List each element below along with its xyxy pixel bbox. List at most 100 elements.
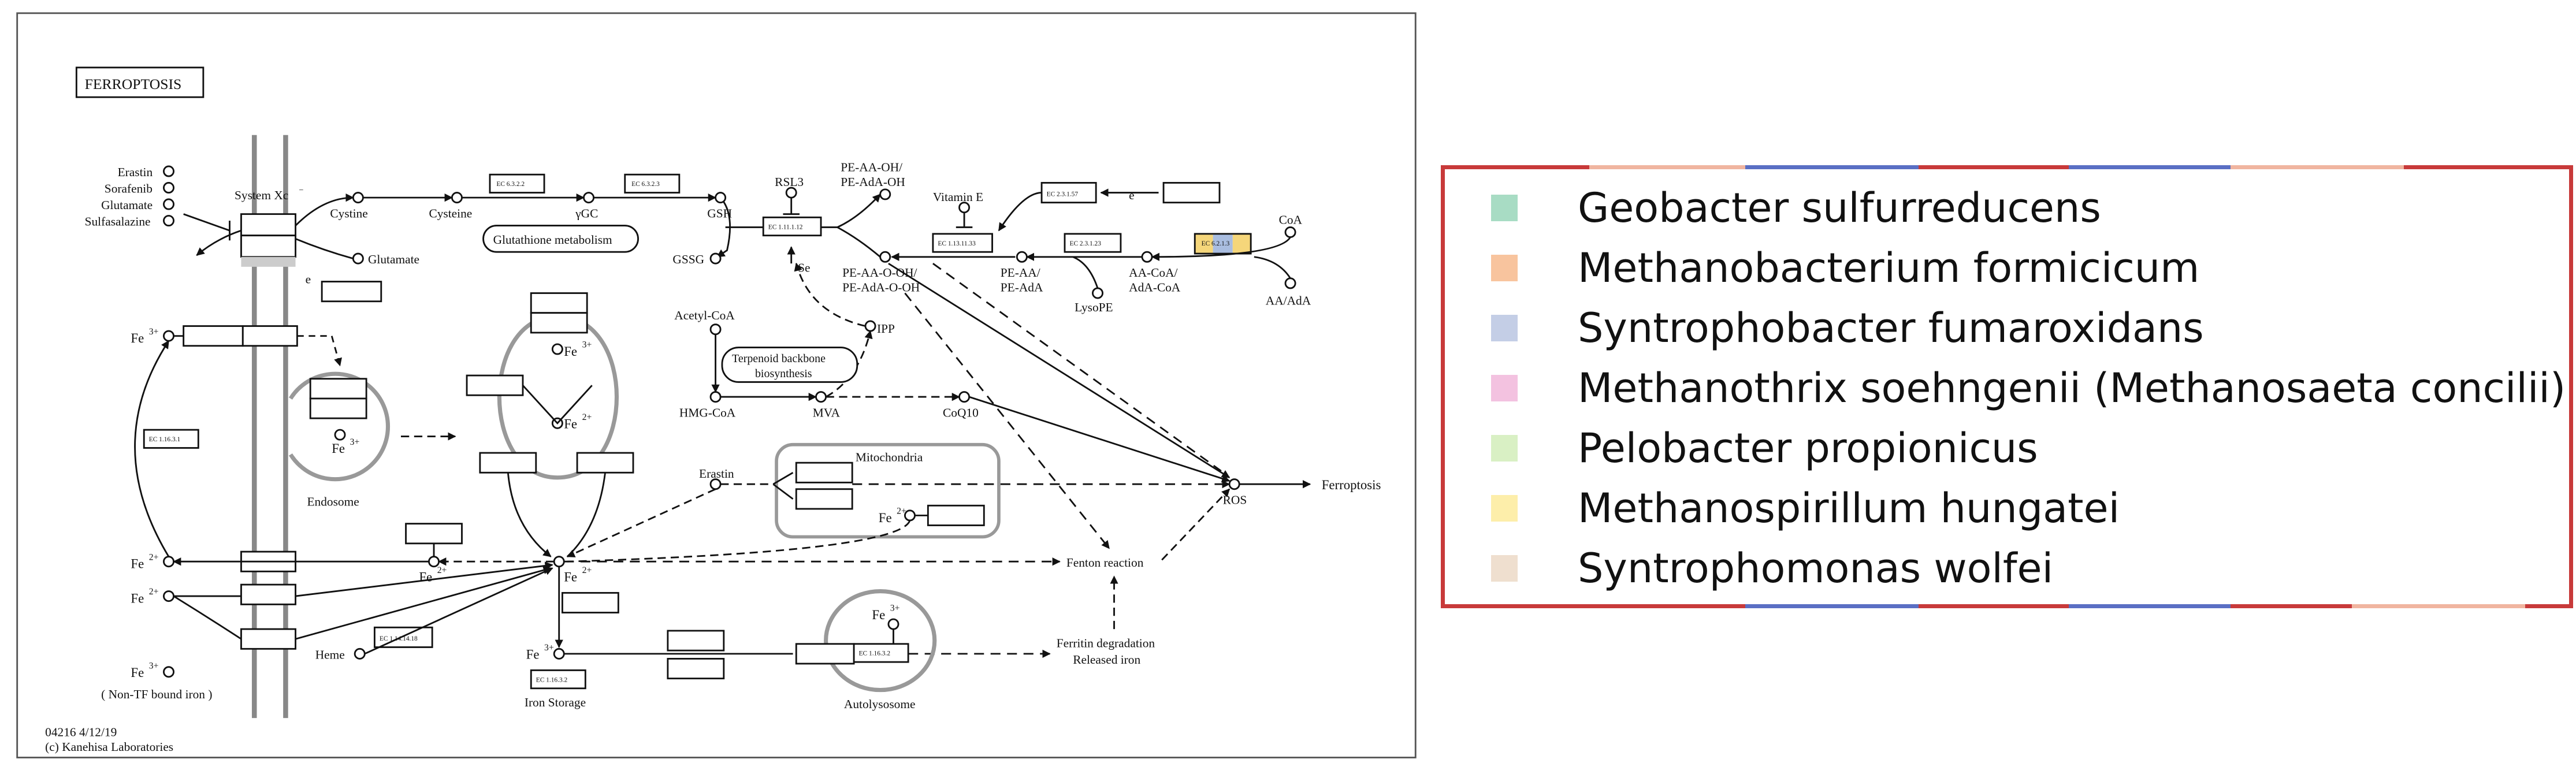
svg-text:04216 4/12/19: 04216 4/12/19 bbox=[45, 725, 117, 739]
enzyme-ec-231157[interactable]: EC 2.3.1.57 bbox=[1040, 182, 1097, 204]
svg-text:PE-AA-OH/: PE-AA-OH/ bbox=[841, 161, 902, 174]
enzyme-ec-11632-auto[interactable]: EC 1.16.3.2 bbox=[853, 643, 909, 663]
svg-text:ROS: ROS bbox=[1223, 493, 1247, 507]
svg-text:EC 6.3.2.2: EC 6.3.2.2 bbox=[496, 181, 525, 188]
map-title: FERROPTOSIS bbox=[75, 66, 205, 98]
svg-text:Iron Storage: Iron Storage bbox=[525, 695, 586, 709]
enzyme-ec-6323[interactable]: EC 6.3.2.3 bbox=[624, 173, 681, 194]
pathway-labels-top: Cystine Cysteine γGC GSH GSSG Glutamate … bbox=[306, 161, 1311, 314]
svg-text:EC 1.16.3.2: EC 1.16.3.2 bbox=[859, 650, 891, 657]
glutathione-pathway bbox=[196, 193, 881, 259]
svg-text:3+: 3+ bbox=[544, 643, 554, 653]
svg-text:GSH: GSH bbox=[707, 206, 732, 220]
svg-text:Heme: Heme bbox=[315, 648, 345, 661]
svg-text:Fe: Fe bbox=[131, 591, 144, 605]
map-footer: 04216 4/12/19 (c) Kanehisa Laboratories bbox=[45, 725, 173, 754]
svg-text:PE-AA/: PE-AA/ bbox=[1001, 266, 1040, 280]
svg-text:FERROPTOSIS: FERROPTOSIS bbox=[85, 76, 182, 92]
legend-swatch bbox=[1491, 555, 1518, 582]
map-frame bbox=[16, 12, 1417, 758]
enzyme-ec-11632-storage[interactable]: EC 1.16.3.2 bbox=[530, 669, 586, 690]
svg-text:Fe: Fe bbox=[526, 647, 540, 661]
svg-text:3+: 3+ bbox=[890, 604, 900, 613]
legend-label: Syntrophobacter fumaroxidans bbox=[1578, 304, 2204, 352]
svg-text:PE-AdA: PE-AdA bbox=[1001, 281, 1043, 295]
lipid-peroxidation-chain bbox=[888, 188, 1291, 549]
legend-label: Methanospirillum hungatei bbox=[1578, 485, 2120, 532]
svg-text:EC 1.16.3.1: EC 1.16.3.1 bbox=[149, 436, 181, 443]
legend-item: Syntrophobacter fumaroxidans bbox=[1445, 299, 2569, 359]
iron-export-flows bbox=[134, 340, 1118, 658]
svg-text:PE-AdA-OH: PE-AdA-OH bbox=[841, 175, 905, 189]
enzyme-ec-1111112[interactable]: EC 1.11.1.12 bbox=[762, 216, 822, 237]
legend-bottom-stripe-1 bbox=[1745, 604, 1919, 608]
svg-text:Se: Se bbox=[798, 261, 810, 274]
ros-ferroptosis: ROS Ferroptosis bbox=[1223, 478, 1381, 507]
enzyme-ec-23123[interactable]: EC 2.3.1.23 bbox=[1064, 233, 1122, 253]
inhibition-markers bbox=[783, 198, 973, 264]
legend-swatch bbox=[1491, 255, 1518, 281]
enzyme-ec-1131133[interactable]: EC 1.13.11.33 bbox=[932, 233, 993, 253]
iron-labels-left: Fe 3+ bbox=[131, 327, 158, 345]
svg-text:Cysteine: Cysteine bbox=[429, 206, 472, 220]
svg-text:PE-AdA-O-OH: PE-AdA-O-OH bbox=[842, 281, 920, 295]
legend-label: Methanobacterium formicicum bbox=[1578, 244, 2200, 292]
erastin-mitochondria-link: Erastin bbox=[566, 467, 1231, 563]
svg-text:3+: 3+ bbox=[149, 661, 159, 671]
mitochondria: Mitochondria Fe 2+ bbox=[775, 442, 1001, 539]
svg-text:AA/AdA: AA/AdA bbox=[1266, 293, 1311, 307]
transferrin-receptor bbox=[173, 325, 342, 367]
mevalonate-labels: Acetyl-CoA IPP HMG-CoA MVA CoQ10 bbox=[674, 308, 978, 419]
svg-text:Fe: Fe bbox=[564, 570, 577, 584]
inhibitor-compounds: Erastin Sorafenib Glutamate Sulfasalazin… bbox=[85, 165, 174, 229]
enzyme-ec-11631[interactable]: EC 1.16.3.1 bbox=[143, 429, 199, 449]
svg-text:2+: 2+ bbox=[149, 587, 159, 597]
svg-text:Glutamate: Glutamate bbox=[101, 198, 153, 212]
svg-text:EC 2.3.1.23: EC 2.3.1.23 bbox=[1070, 240, 1102, 247]
legend-label: Methanothrix soehngenii (Methanosaeta co… bbox=[1578, 364, 2566, 412]
svg-text:( Non-TF bound iron ): ( Non-TF bound iron ) bbox=[101, 687, 212, 701]
svg-text:Cystine: Cystine bbox=[330, 206, 367, 220]
svg-text:3+: 3+ bbox=[149, 327, 159, 337]
pathway-compound-nodes bbox=[163, 187, 1296, 678]
svg-text:RSL3: RSL3 bbox=[775, 175, 804, 189]
enzyme-ec-1141418[interactable]: EC 1.14.14.18 bbox=[373, 626, 433, 648]
svg-text:Erastin: Erastin bbox=[699, 467, 734, 481]
legend-swatch bbox=[1491, 495, 1518, 522]
svg-text:CoQ10: CoQ10 bbox=[943, 405, 979, 419]
svg-text:Vitamin E: Vitamin E bbox=[933, 190, 983, 204]
svg-text:EC 1.11.1.12: EC 1.11.1.12 bbox=[768, 224, 803, 230]
legend-label: Pelobacter propionicus bbox=[1578, 425, 2038, 472]
legend-label: Syntrophomonas wolfei bbox=[1578, 545, 2054, 592]
svg-text:2+: 2+ bbox=[897, 507, 906, 516]
svg-text:Autolysosome: Autolysosome bbox=[844, 697, 916, 711]
svg-text:γGC: γGC bbox=[575, 206, 598, 220]
legend-item: Geobacter sulfurreducens bbox=[1445, 178, 2569, 239]
svg-text:Fe: Fe bbox=[131, 557, 144, 571]
pathway-map-panel: FERROPTOSIS Erastin Sorafenib Glutamate … bbox=[16, 12, 1417, 758]
svg-text:Fe: Fe bbox=[131, 665, 144, 680]
legend-top-stripe-3 bbox=[2069, 165, 2231, 169]
svg-text:−: − bbox=[299, 186, 303, 195]
terpenoid-backbone-map-link[interactable]: Terpenoid backbone biosynthesis bbox=[721, 347, 858, 383]
legend-item: Syntrophomonas wolfei bbox=[1445, 539, 2569, 599]
glutathione-metabolism-map-link[interactable]: Glutathione metabolism bbox=[482, 225, 639, 253]
svg-text:2+: 2+ bbox=[582, 412, 592, 422]
enzyme-box-blank-top[interactable] bbox=[1162, 182, 1221, 204]
legend-item: Pelobacter propionicus bbox=[1445, 419, 2569, 479]
enzyme-ec-6213-highlighted[interactable]: EC 6.2.1.3 bbox=[1194, 233, 1252, 255]
svg-text:Ferritin degradation: Ferritin degradation bbox=[1057, 636, 1155, 650]
ferroptosis-pathway-diagram: FERROPTOSIS Erastin Sorafenib Glutamate … bbox=[16, 12, 1417, 758]
legend-item: Methanospirillum hungatei bbox=[1445, 479, 2569, 539]
legend-bottom-stripe-3 bbox=[2352, 604, 2525, 608]
legend-swatch bbox=[1491, 315, 1518, 341]
enzyme-box-e[interactable] bbox=[321, 281, 382, 303]
enzyme-ec-6322[interactable]: EC 6.3.2.2 bbox=[489, 173, 545, 194]
svg-text:(c) Kanehisa Laboratories: (c) Kanehisa Laboratories bbox=[45, 740, 173, 754]
legend-top-stripe-1 bbox=[1589, 165, 1763, 169]
ferritin-complex bbox=[667, 630, 725, 680]
svg-text:2+: 2+ bbox=[437, 565, 447, 575]
svg-text:Released iron: Released iron bbox=[1073, 653, 1140, 667]
svg-text:Fe: Fe bbox=[564, 416, 577, 431]
legend-item: Methanobacterium formicicum bbox=[1445, 239, 2569, 299]
